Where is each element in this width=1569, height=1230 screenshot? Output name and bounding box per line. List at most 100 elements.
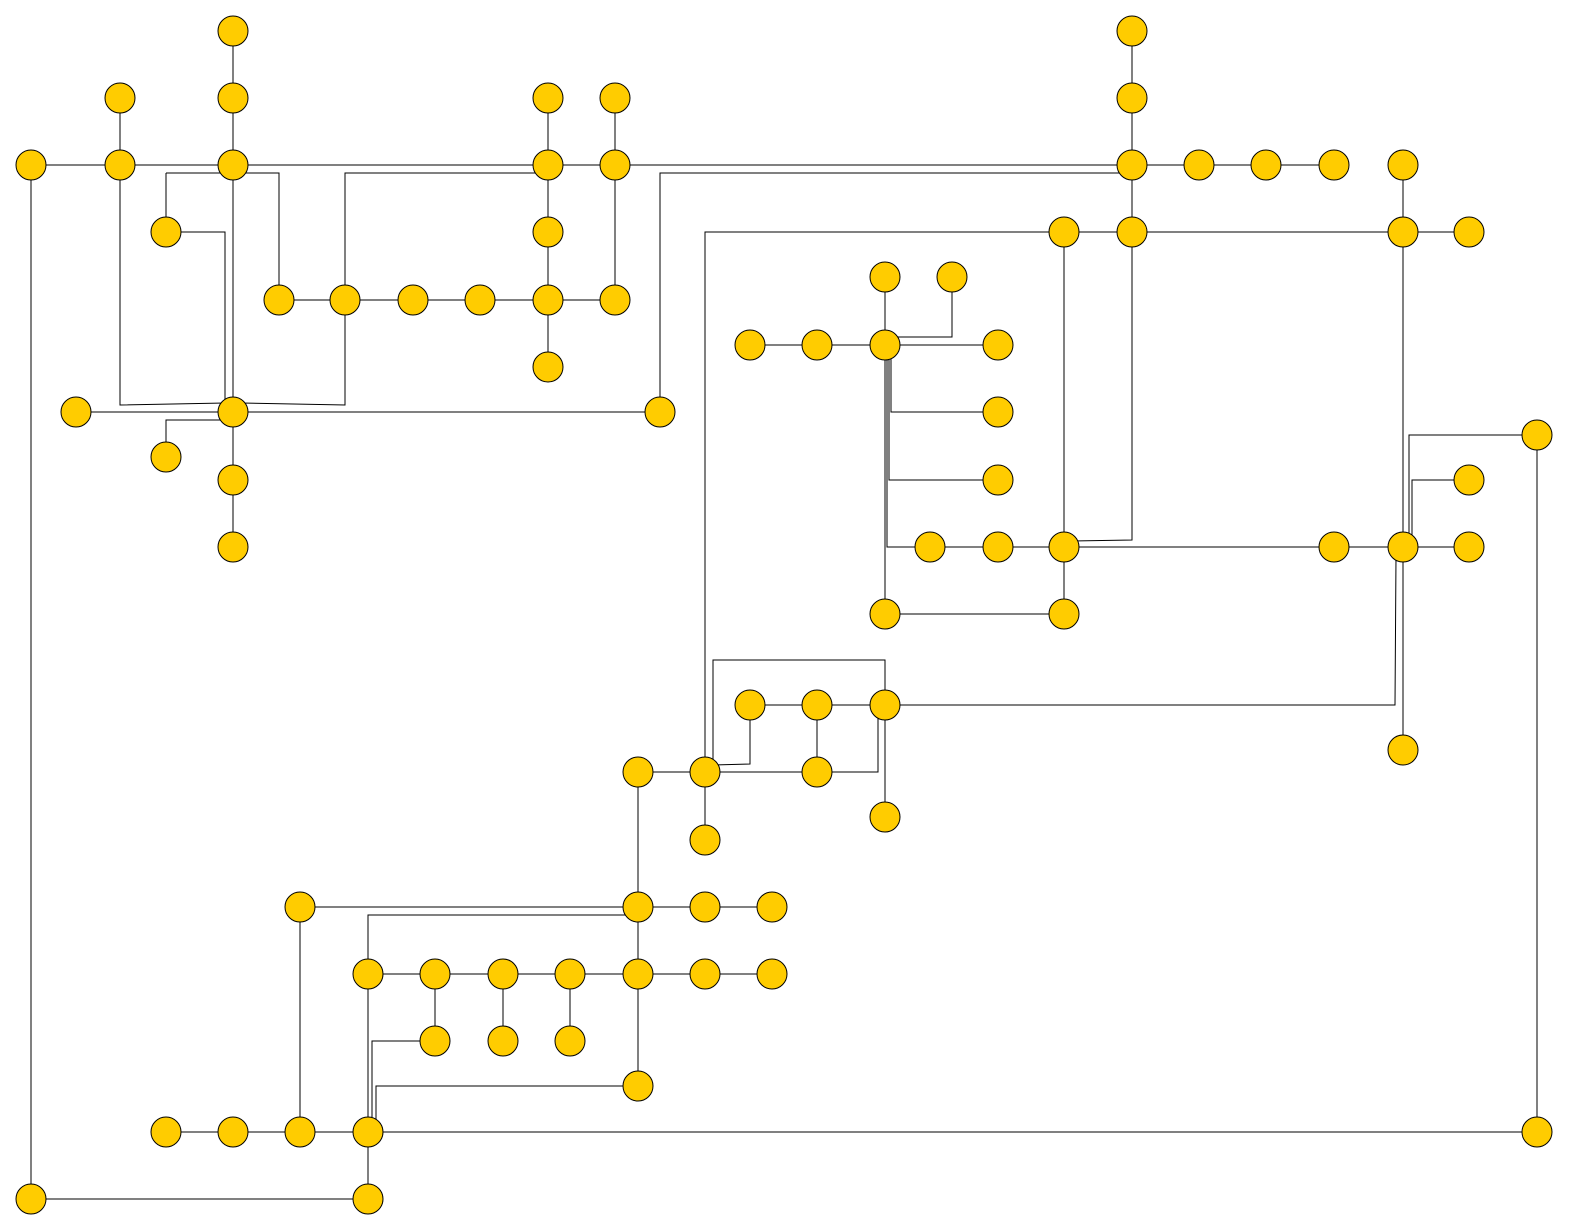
graph-edge [1408,434,1537,539]
graph-node [801,329,833,361]
graph-node [734,329,766,361]
graph-edge [712,705,751,766]
graph-node [104,149,136,181]
graph-node [532,351,564,383]
edges-layer [30,31,1538,1200]
graph-node [329,284,361,316]
graph-node [1318,149,1350,181]
graph-edge [375,1085,638,1124]
graph-node [689,958,721,990]
graph-node [487,958,519,990]
graph-node [982,396,1014,428]
graph-node [622,891,654,923]
graph-node [150,441,182,473]
graph-edge [886,353,1064,548]
graph-edge [888,353,998,481]
graph-edge [659,172,1124,412]
graph-edge [817,712,879,773]
graph-node [936,261,968,293]
graph-node [622,756,654,788]
graph-node [914,531,946,563]
graph-node [689,824,721,856]
graph-node [1521,1116,1553,1148]
graph-node [1387,734,1419,766]
graph-node [217,1116,249,1148]
graph-node [352,1116,384,1148]
graph-node [599,149,631,181]
graph-node [217,82,249,114]
graph-node [1048,598,1080,630]
graph-node [352,1183,384,1215]
graph-node [869,801,901,833]
graph-node [1183,149,1215,181]
graph-node [532,149,564,181]
graph-node [1048,531,1080,563]
graph-edge [712,659,886,764]
graph-edge [344,172,540,300]
graph-node [801,756,833,788]
graph-edge [371,1040,435,1124]
graph-node [419,1025,451,1057]
graph-edge [119,165,226,406]
graph-node [622,958,654,990]
graph-node [756,958,788,990]
graph-node [284,1116,316,1148]
graph-node [622,1070,654,1102]
graph-node [1387,149,1419,181]
graph-node [982,464,1014,496]
graph-node [150,1116,182,1148]
graph-edge [30,165,368,1200]
graph-node [532,216,564,248]
graph-node [284,891,316,923]
graph-node [217,149,249,181]
graph-node [150,216,182,248]
graph-node [869,689,901,721]
graph-node [982,329,1014,361]
graph-node [1116,15,1148,47]
graph-node [599,284,631,316]
graph-edge [1411,479,1469,539]
graph-edge [240,300,346,406]
nodes-layer [15,15,1553,1215]
graph-edge [890,353,998,413]
graph-edge [241,172,280,300]
graph-node [1116,216,1148,248]
graph-node [464,284,496,316]
graph-node [734,689,766,721]
graph-node [554,958,586,990]
graph-edge [367,914,630,974]
graph-node [1453,531,1485,563]
graph-node [487,1025,519,1057]
graph-node [352,958,384,990]
graph-node [644,396,676,428]
graph-node [217,396,249,428]
graph-node [1521,419,1553,451]
graph-edge [885,555,1397,706]
graph-edge [1071,232,1133,542]
graph-node [60,396,92,428]
graph-node [869,329,901,361]
graph-node [1387,531,1419,563]
graph-node [217,531,249,563]
graph-node [801,689,833,721]
graph-node [869,261,901,293]
graph-node [1250,149,1282,181]
graph-node [15,1183,47,1215]
graph-node [532,284,564,316]
graph-node [1318,531,1350,563]
graph-node [1116,82,1148,114]
graph-node [869,598,901,630]
graph-node [419,958,451,990]
graph-node [1453,464,1485,496]
graph-node [599,82,631,114]
graph-node [1453,216,1485,248]
graph-node [1048,216,1080,248]
graph-edge [704,231,1403,772]
graph-node [532,82,564,114]
graph-node [982,531,1014,563]
graph-node [1387,216,1419,248]
graph-node [15,149,47,181]
graph-node [263,284,295,316]
graph-node [217,15,249,47]
